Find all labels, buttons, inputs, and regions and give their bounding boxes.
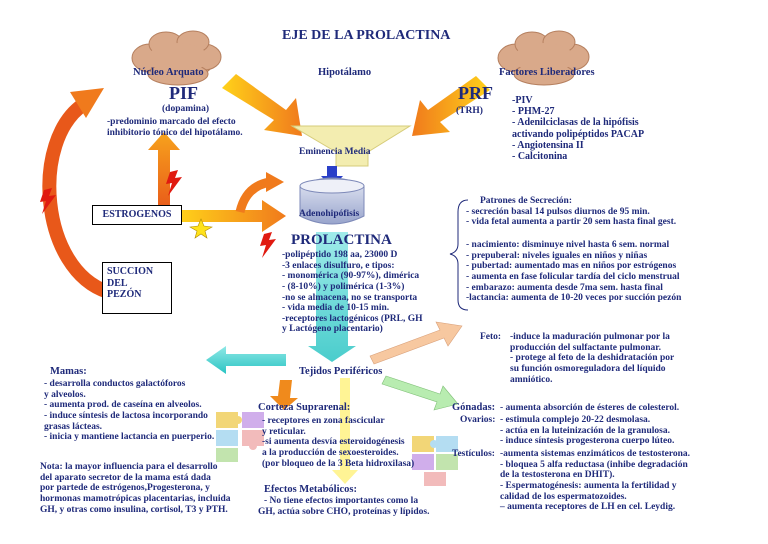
arrow-estrogenos-right <box>178 200 286 232</box>
arrow-succion-to-cloud <box>42 98 111 299</box>
testiculos-effects: -aumenta sistemas enzimáticos de testost… <box>500 449 691 513</box>
feto-label: Feto: <box>480 332 502 342</box>
patrones-secrecion-etapas: - nacimiento: disminuye nivel hasta 6 se… <box>466 240 682 304</box>
testiculos-label: Testículos: <box>452 449 495 459</box>
nucleo-arquato-label: Núcleo Arquato <box>133 67 204 78</box>
eminencia-media-label: Eminencia Media <box>299 147 371 157</box>
cloud-right-icon <box>497 30 590 86</box>
prolactina-details: -polipéptido 198 aa, 23000 D-3 enlaces d… <box>282 250 423 335</box>
arrow-pif-to-hypothalamus <box>222 74 302 136</box>
page-title: EJE DE LA PROLACTINA <box>282 28 451 43</box>
efectos-metabolicos-label: Efectos Metabólicos: <box>264 484 358 495</box>
puzzle-icon <box>216 412 264 462</box>
tejidos-perifericos-label: Tejidos Periféricos <box>299 366 383 377</box>
eminencia-media-funnel <box>290 125 412 167</box>
prf-label: PRF <box>458 83 493 103</box>
lightning-icon <box>40 188 56 214</box>
pif-sub: (dopamina) <box>162 104 209 114</box>
feto-effects: -induce la maduración pulmonar por la pr… <box>510 332 675 385</box>
corteza-effects: - receptores en zona fascicular y reticu… <box>262 416 415 469</box>
prf-factors: -PIV- PHM-27- Adenilciclasas de la hipóf… <box>512 95 645 162</box>
adenohipofisis-label: Adenohipófisis <box>299 209 360 219</box>
nota-text: Nota: la mayor influencia para el desarr… <box>40 462 231 515</box>
mamas-label: Mamas: <box>50 366 87 377</box>
ovarios-label: Ovarios: <box>460 415 496 425</box>
gonadas-label: Gónadas: <box>452 402 496 413</box>
lightning-icon <box>166 170 182 196</box>
arrow-prf-to-hypothalamus <box>412 76 490 136</box>
estrogenos-box: ESTROGENOS <box>92 205 182 225</box>
lightning-icon <box>260 232 276 258</box>
arrow-down-blue <box>321 166 343 188</box>
corteza-suprarenal-label: Corteza Suprarenal: <box>258 402 351 413</box>
cloud-left-icon <box>131 30 222 86</box>
arrow-to-corteza <box>270 380 298 410</box>
star-icon <box>189 218 213 239</box>
hipotalamo-label: Hipotálamo <box>318 67 372 78</box>
arrow-estrogenos-up <box>148 132 180 212</box>
pif-label: PIF <box>169 83 198 103</box>
arrow-to-feto <box>369 321 463 365</box>
gonadas-general: - aumenta absorción de ésteres de colest… <box>500 403 680 413</box>
mamas-effects: - desarrolla conductos galactóforos y al… <box>44 379 215 443</box>
prf-sub: (TRH) <box>456 106 483 116</box>
arrow-prolactina-down <box>308 232 356 362</box>
ovarios-effects: - estimula complejo 20-22 desmolasa.- ac… <box>500 415 675 447</box>
bracket <box>449 199 469 311</box>
factores-liberadores-label: Factores Liberadores <box>499 67 595 78</box>
arrow-to-mamas <box>206 346 286 374</box>
arrow-to-metabolicos <box>332 378 358 484</box>
prolactina-title: PROLACTINA <box>291 232 392 248</box>
puzzle-icon <box>412 436 458 486</box>
patrones-secrecion: Patrones de Secreción: - secreción basal… <box>466 196 677 228</box>
arrow-to-gonadas <box>381 375 459 411</box>
